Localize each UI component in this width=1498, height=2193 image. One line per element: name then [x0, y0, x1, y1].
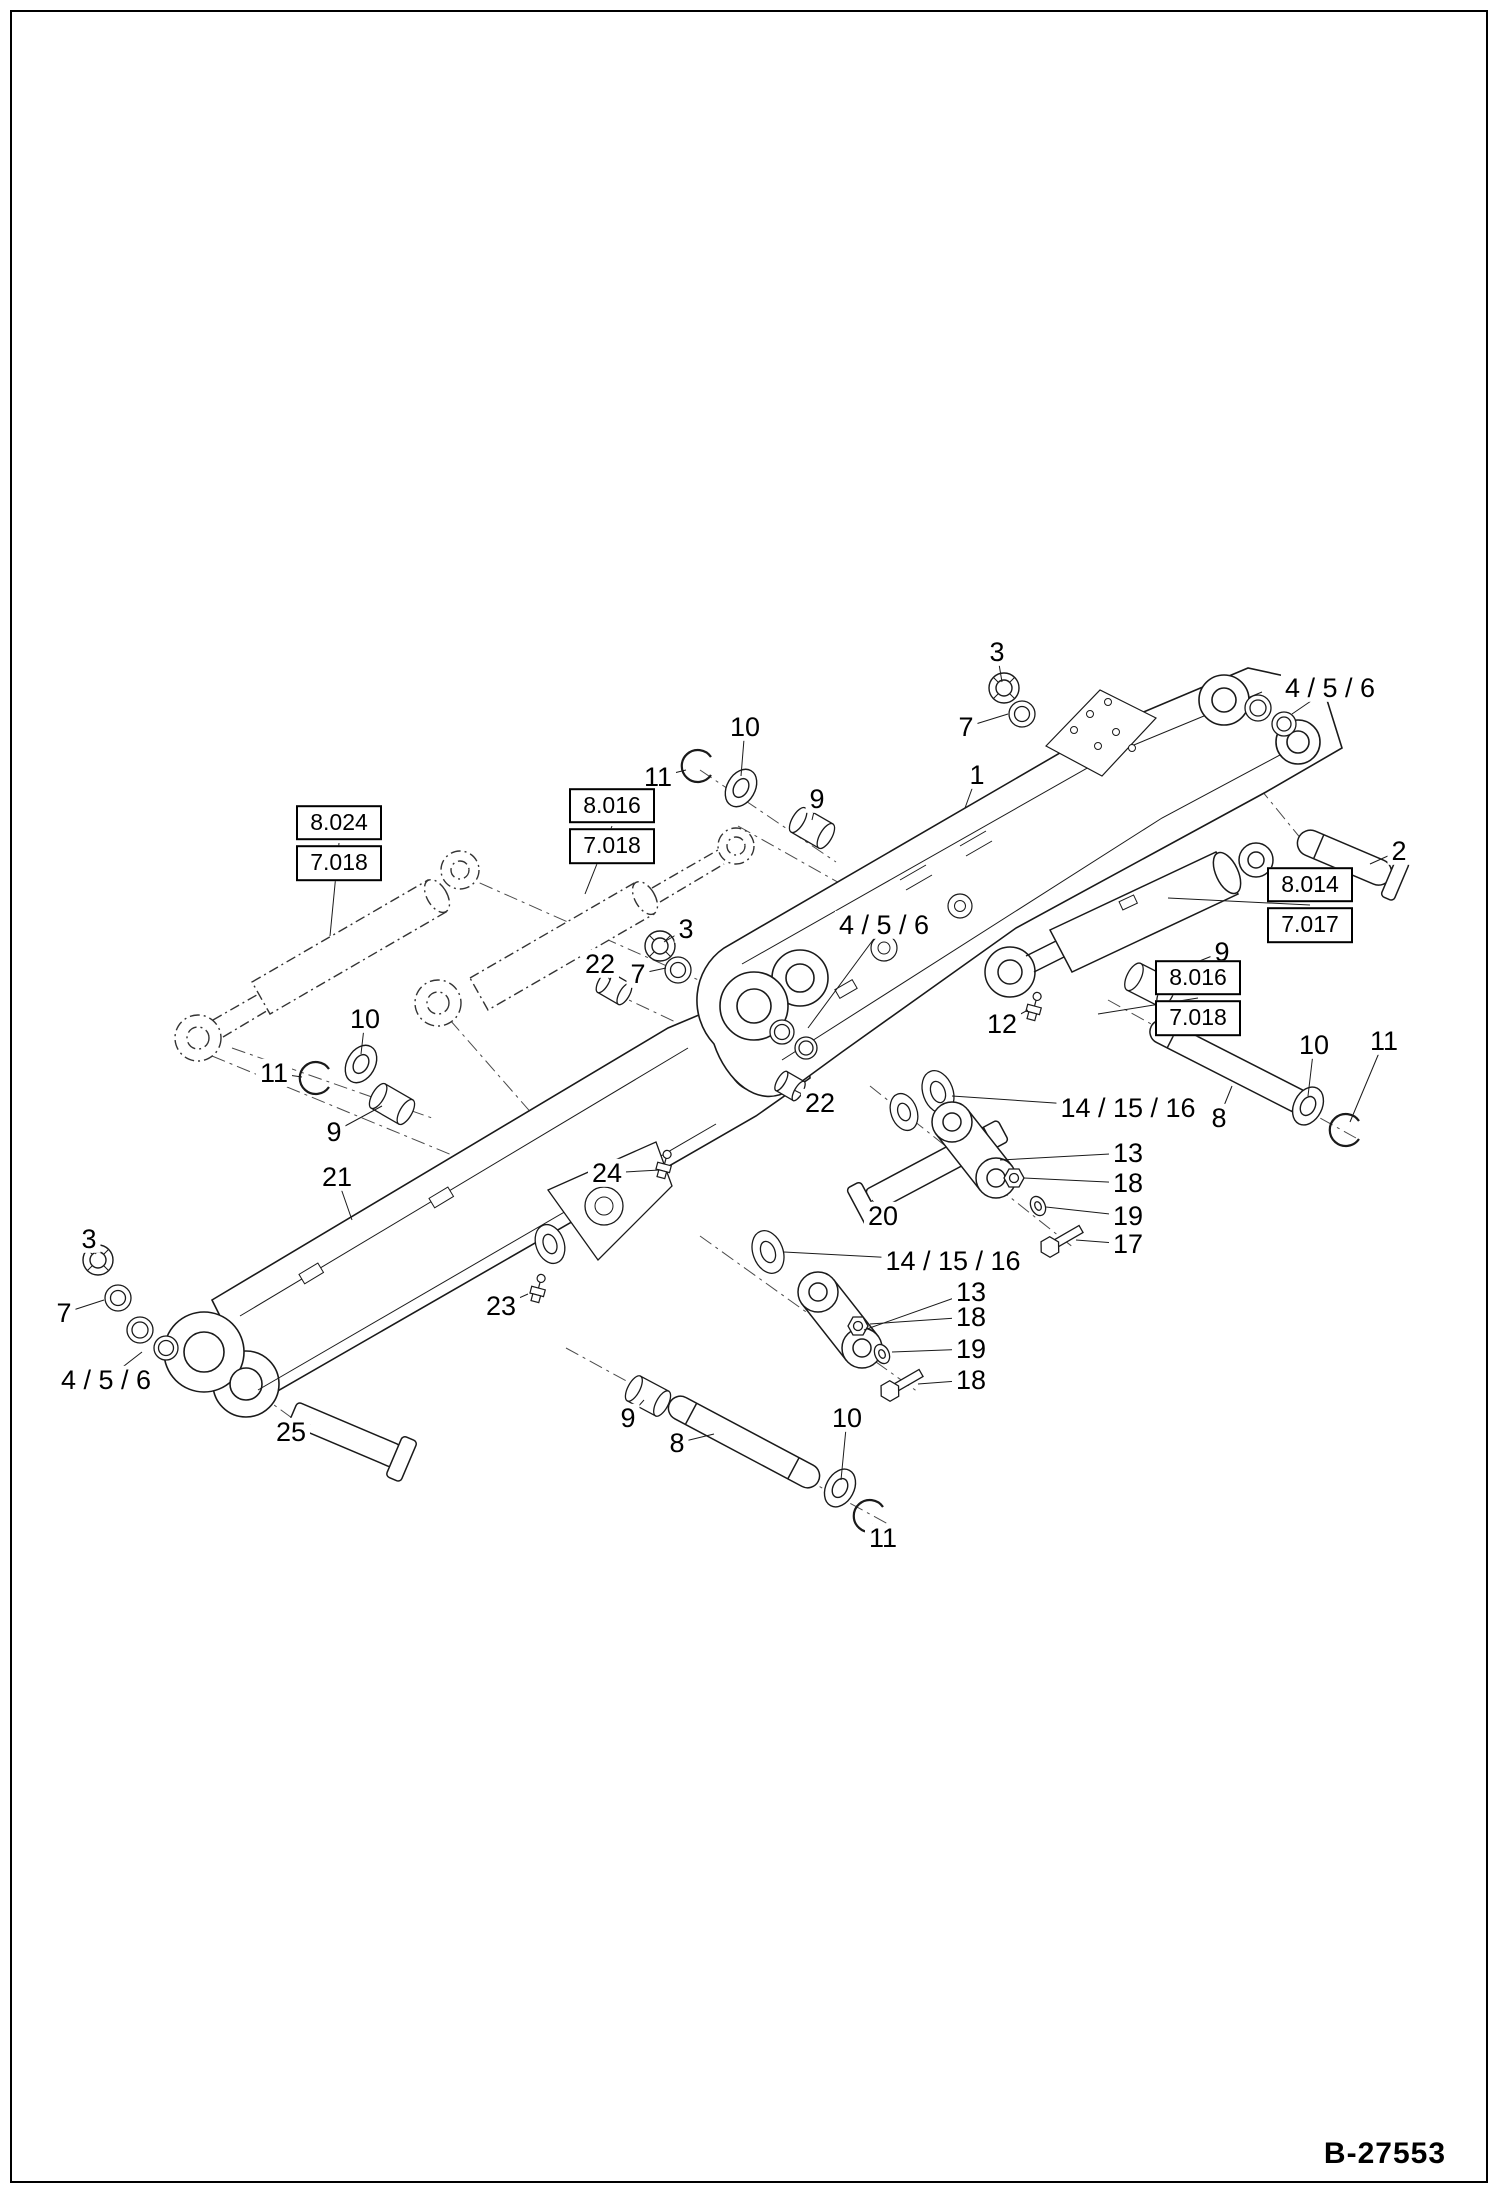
bushing-part-9-top — [788, 806, 836, 850]
part-callout-21: 21 — [317, 1162, 357, 1191]
part-callout-18: 18 — [951, 1365, 991, 1394]
link-part-13-upper — [931, 1101, 1017, 1199]
part-callout-18: 18 — [951, 1302, 991, 1331]
part-callout-7: 7 — [954, 712, 978, 741]
washer-part-19-lower — [873, 1343, 891, 1365]
bushing-set-4-5-6-left — [126, 1316, 179, 1361]
boom-cylinder-ref-8024 — [174, 850, 480, 1062]
part-callout-3: 3 — [985, 637, 1009, 666]
reference-box-8014-7017: 8.014 7.017 — [1267, 867, 1353, 943]
grease-fitting-part-23 — [529, 1273, 547, 1304]
snap-ring-part-11-left — [298, 1060, 330, 1096]
snap-ring-part-11-top — [680, 748, 712, 784]
part-callout-11: 11 — [255, 1058, 293, 1087]
bolt-part-17 — [1040, 1224, 1084, 1259]
seal-part-7-mid — [664, 956, 692, 984]
part-callout-13: 13 — [951, 1277, 991, 1306]
part-callout-10: 10 — [725, 712, 765, 741]
washer-part-10-top — [724, 768, 758, 808]
reference-label: 8.016 — [569, 788, 655, 824]
drawing-number: B-27553 — [1323, 2137, 1446, 2170]
washer-part-10-left — [344, 1044, 378, 1084]
part-callout-7: 7 — [52, 1298, 76, 1327]
part-callout-9: 9 — [805, 784, 829, 813]
part-callout-23: 23 — [481, 1291, 521, 1320]
part-callout-9: 9 — [1210, 937, 1234, 966]
part-callout-17: 17 — [1108, 1229, 1148, 1258]
part-callout-10: 10 — [345, 1004, 385, 1033]
part-callout-18: 18 — [1108, 1168, 1148, 1197]
reference-label: 7.018 — [296, 845, 382, 881]
reference-label: 7.017 — [1267, 907, 1353, 943]
washer-part-19-upper — [1029, 1195, 1047, 1217]
seal-part-7-top — [1008, 700, 1036, 728]
part-callout-7: 7 — [626, 959, 650, 988]
washer-part-10-right — [1291, 1086, 1325, 1126]
part-callout-4-5-6: 4 / 5 / 6 — [834, 910, 934, 939]
part-callout-11: 11 — [864, 1523, 902, 1552]
part-callout-19: 19 — [951, 1334, 991, 1363]
bushing-set-4-5-6-mid — [769, 1019, 818, 1060]
part-callout-24: 24 — [587, 1158, 627, 1187]
part-callout-10: 10 — [827, 1403, 867, 1432]
part-callout-10: 10 — [1294, 1030, 1334, 1059]
part-callout-11: 11 — [639, 762, 677, 791]
arm-cylinder-8014 — [984, 842, 1274, 998]
part-callout-3: 3 — [77, 1224, 101, 1253]
part-callout-9: 9 — [616, 1403, 640, 1432]
nut-part-18-upper — [1003, 1168, 1025, 1188]
part-callout-12: 12 — [982, 1009, 1022, 1038]
reference-label: 7.018 — [1155, 1000, 1241, 1036]
part-callout-1: 1 — [965, 760, 989, 789]
grease-fitting-part-24 — [655, 1149, 673, 1180]
part-callout-14-15-16: 14 / 15 / 16 — [881, 1246, 1025, 1275]
bolt-part-18-lower — [880, 1368, 924, 1403]
part-callout-8: 8 — [665, 1428, 689, 1457]
arm-cylinder-ref-8016 — [414, 827, 755, 1027]
part-callout-4-5-6: 4 / 5 / 6 — [56, 1365, 156, 1394]
part-callout-8: 8 — [1207, 1103, 1231, 1132]
shim-set-14-15-16-lower — [534, 1223, 785, 1274]
part-callout-13: 13 — [1108, 1138, 1148, 1167]
part-callout-9: 9 — [322, 1117, 346, 1146]
part-callout-22: 22 — [800, 1088, 840, 1117]
pin-part-25 — [288, 1402, 418, 1482]
part-callout-2: 2 — [1387, 836, 1411, 865]
reference-box-8016-7018: 8.016 7.018 — [1155, 960, 1241, 1036]
part-callout-11: 11 — [1365, 1026, 1403, 1055]
seal-part-7-left — [104, 1284, 132, 1312]
part-callout-25: 25 — [271, 1417, 311, 1446]
pin-part-8-bottom — [667, 1395, 821, 1489]
part-callout-3: 3 — [674, 914, 698, 943]
reference-label: 8.014 — [1267, 867, 1353, 903]
part-callout-19: 19 — [1108, 1201, 1148, 1230]
reference-label: 8.016 — [1155, 960, 1241, 996]
grease-fitting-part-12 — [1025, 991, 1043, 1022]
part-callout-14-15-16: 14 / 15 / 16 — [1056, 1093, 1200, 1122]
part-callout-22: 22 — [580, 949, 620, 978]
reference-box-8024-7018: 8.024 7.018 — [296, 805, 382, 881]
reference-label: 7.018 — [569, 828, 655, 864]
washer-part-10-bottom — [823, 1468, 857, 1508]
link-part-13-lower — [797, 1271, 883, 1369]
reference-label: 8.024 — [296, 805, 382, 841]
bushing-set-4-5-6-top — [1244, 694, 1297, 737]
part-callout-4-5-6: 4 / 5 / 6 — [1280, 673, 1380, 702]
reference-box-8016-7018: 8.016 7.018 — [569, 788, 655, 864]
nut-part-3-top — [988, 672, 1020, 704]
part-callout-20: 20 — [863, 1201, 903, 1230]
nut-part-18-lower — [847, 1316, 869, 1336]
